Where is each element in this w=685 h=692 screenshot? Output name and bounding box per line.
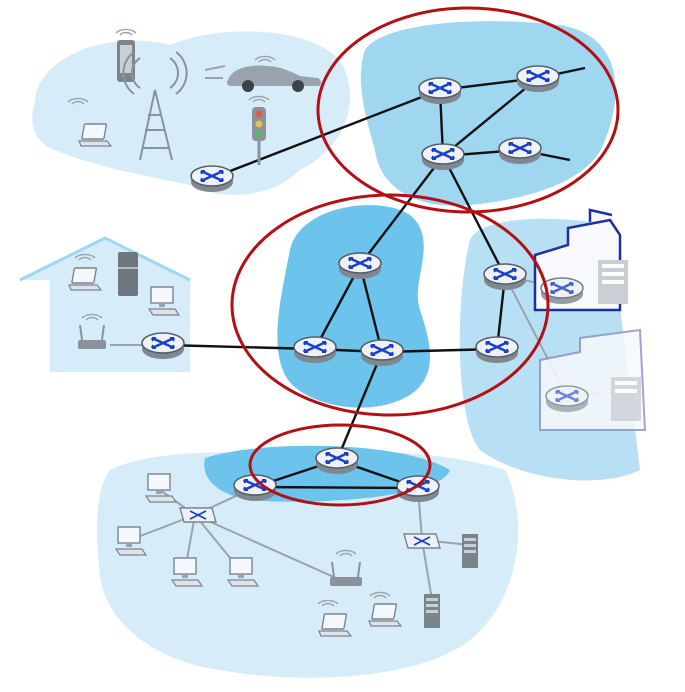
server-icon <box>462 534 478 568</box>
wifi-access-point-icon <box>330 549 362 586</box>
server-icon <box>598 260 628 304</box>
ethernet-switch-icon <box>403 533 441 549</box>
tier1-isp-highlight <box>316 6 620 214</box>
server-icon <box>424 594 440 628</box>
cell-tower-icon <box>122 51 188 161</box>
router-icon <box>314 446 360 476</box>
router-icon <box>482 262 528 292</box>
wifi-access-point-icon <box>78 313 106 349</box>
router-icon <box>544 384 590 414</box>
ethernet-switch-icon <box>179 507 217 523</box>
router-icon <box>140 331 186 361</box>
router-icon <box>292 335 338 365</box>
fridge-icon <box>118 252 138 296</box>
router-icon <box>337 251 383 281</box>
access-isp-highlight <box>248 423 432 507</box>
router-icon <box>359 338 405 368</box>
router-icon <box>474 335 520 365</box>
regional-isp-region <box>277 205 430 408</box>
house-icon <box>19 236 191 282</box>
mobile-phone-icon <box>115 28 137 82</box>
router-icon <box>497 136 543 166</box>
regional-isp-highlight <box>230 193 550 417</box>
server-icon <box>611 377 641 421</box>
router-icon <box>420 142 466 172</box>
traffic-light-icon <box>248 95 270 165</box>
car-icon <box>204 55 321 92</box>
router-icon <box>189 164 235 194</box>
mobile-network-region <box>32 31 350 195</box>
router-icon <box>417 76 463 106</box>
router-icon <box>515 64 561 94</box>
router-icon <box>395 474 441 504</box>
